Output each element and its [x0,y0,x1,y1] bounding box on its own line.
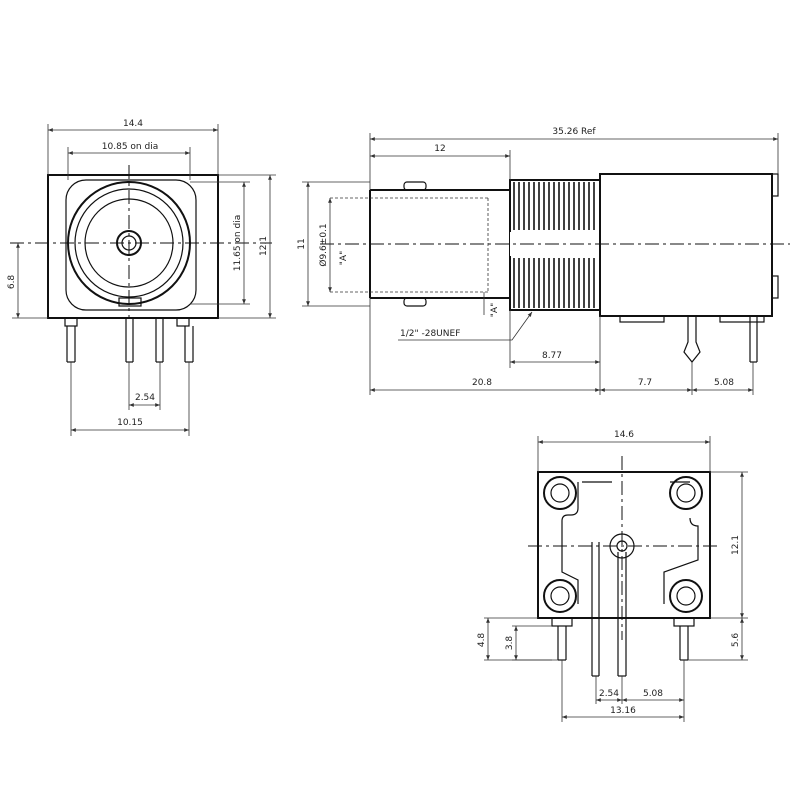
bottom-pin-pitch-label: 2.54 [599,689,619,699]
side-standoff [619,315,665,323]
side-pin-offset-label: 5.08 [714,378,734,388]
bottom-right-offset-label: 5.6 [731,633,741,648]
side-view: 35.26 Ref 12 11 Ø9.6±0.1 "A" "A" 1/2" -2… [297,127,790,395]
front-pin-base-left [64,317,78,327]
side-height-label: 11 [297,238,307,249]
bottom-mount-hole-tl-inner [550,483,570,503]
side-bore-label: Ø9.6±0.1 [318,223,329,266]
front-bolt-vertical-label: 11.65 on dia [233,215,243,271]
bottom-left-offset-label: 4.8 [477,633,487,648]
front-width-label: 14.4 [123,119,143,129]
side-thread-label: 1/2" -28UNEF [400,329,460,339]
bottom-height-label: 12.1 [731,535,741,555]
front-bayonet-lug [118,297,142,307]
bottom-view: 14.6 12.1 5.6 4.8 3.8 2.54 5.08 13.16 [477,430,748,722]
bottom-pin-base-right [673,617,695,627]
front-flange-square [65,179,197,311]
side-standoff-rear [719,315,765,323]
side-thread-leader [398,311,533,341]
side-section-a-top: "A" [339,251,349,265]
side-front-length-label: 20.8 [472,378,492,388]
front-pin-pitch-label: 2.54 [135,393,155,403]
side-bayonet-pin-bottom [403,297,427,307]
side-rear-tab-bottom [771,275,779,299]
bottom-pin-offset-label: 5.08 [643,689,663,699]
bottom-inner-profile [561,481,699,604]
front-pin-span-label: 10.15 [117,418,143,428]
front-pin-base-right [176,317,190,327]
bottom-mount-hole-tr-outer [669,476,703,510]
side-pin-kinked [683,316,701,363]
side-thread-hatching [513,182,595,308]
bottom-pin-base-left [551,617,573,627]
bottom-mount-hole-tl-outer [543,476,577,510]
front-view: 14.4 10.85 on dia 12.1 11.65 on dia 6.8 … [7,119,276,436]
side-section-a-bottom: "A" [490,303,500,317]
bottom-left-pin-label: 3.8 [505,636,515,651]
side-thread-length-label: 8.77 [542,351,562,361]
bottom-mount-hole-bl-inner [550,586,570,606]
side-rear-tab-top [771,173,779,197]
bottom-mount-hole-br-outer [669,579,703,613]
side-main-body [599,173,773,317]
front-height-label: 12.1 [259,236,269,256]
side-nose-length-label: 12 [434,144,445,154]
bottom-mount-hole-tr-inner [676,483,696,503]
bottom-mount-hole-bl-outer [543,579,577,613]
side-body-length-label: 7.7 [638,378,652,388]
bottom-pin-span-label: 13.16 [610,706,636,716]
bottom-body-outline [537,471,711,619]
bottom-width-label: 14.6 [614,430,634,440]
front-bolt-circle-label: 10.85 on dia [102,142,158,152]
front-center-height-label: 6.8 [7,275,17,290]
side-bayonet-pin-top [403,181,427,191]
side-overall-length-label: 35.26 Ref [552,127,596,137]
bottom-mount-hole-br-inner [676,586,696,606]
